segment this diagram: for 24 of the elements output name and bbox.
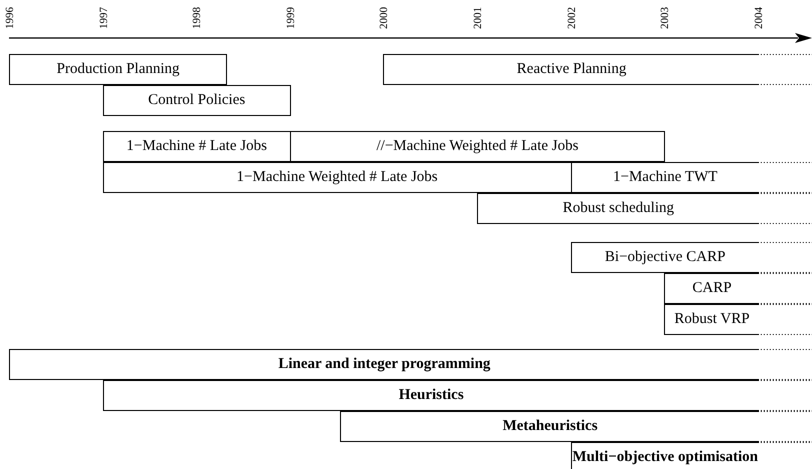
timeline-bar: 1−Machine TWT bbox=[570, 162, 759, 193]
timeline-bar: 1−Machine # Late Jobs bbox=[102, 131, 291, 162]
year-label: 1996 bbox=[4, 7, 16, 29]
timeline-bar: CARP bbox=[664, 273, 759, 304]
year-label: 2001 bbox=[472, 7, 484, 29]
timeline-bar: Multi−objective optimisation bbox=[570, 442, 759, 469]
timeline-bar: Metaheuristics bbox=[340, 411, 759, 442]
year-label: 1997 bbox=[98, 7, 110, 29]
timeline-bar: 1−Machine Weighted # Late Jobs bbox=[102, 162, 572, 193]
timeline-bar: Robust VRP bbox=[664, 304, 759, 335]
timeline-bar: Reactive Planning bbox=[383, 54, 759, 85]
timeline-bar: Robust scheduling bbox=[477, 193, 759, 224]
timeline-bar: Production Planning bbox=[9, 54, 228, 85]
year-label: 1998 bbox=[191, 7, 204, 29]
timeline-bar: Heuristics bbox=[102, 380, 759, 411]
timeline-bar: //−Machine Weighted # Late Jobs bbox=[290, 131, 666, 162]
year-label: 1999 bbox=[284, 7, 297, 29]
year-label: 2000 bbox=[378, 7, 390, 29]
year-label: 2002 bbox=[566, 7, 578, 29]
timeline-bar: Linear and integer programming bbox=[9, 349, 759, 380]
timeline-bar: Bi−objective CARP bbox=[570, 242, 759, 273]
year-label: 2004 bbox=[752, 7, 765, 29]
timeline-bar: Control Policies bbox=[102, 85, 291, 116]
year-label: 2003 bbox=[659, 7, 672, 29]
